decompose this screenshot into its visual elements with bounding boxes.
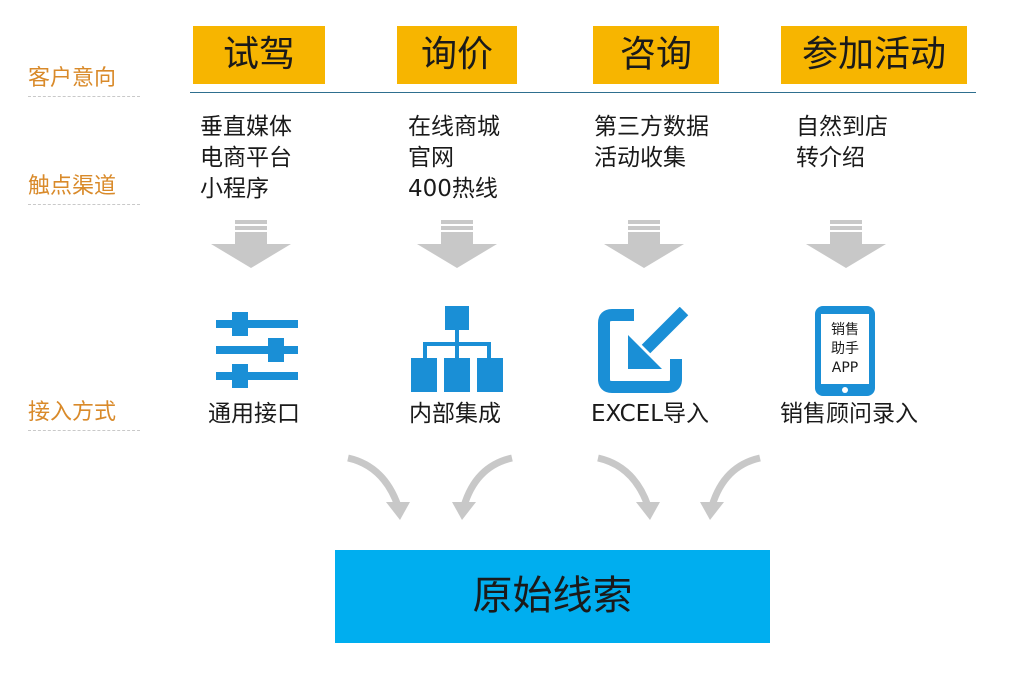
channel-item: 自然到店 [796, 114, 888, 140]
header-divider [190, 92, 976, 93]
curved-arrow-icon [347, 454, 410, 520]
channel-list-3: 第三方数据 活动收集 [594, 112, 709, 174]
channel-item: 垂直媒体 [200, 114, 292, 140]
curved-arrow-icon [700, 454, 761, 520]
channel-item: 在线商城 [408, 114, 500, 140]
channel-list-1: 垂直媒体 电商平台 小程序 [200, 112, 292, 205]
channel-item: 活动收集 [594, 145, 686, 171]
sliders-icon [216, 312, 298, 388]
phone-text-line: 助手 [831, 341, 859, 357]
channel-item: 小程序 [200, 176, 269, 202]
row-label-intent: 客户意向 [28, 60, 140, 97]
intent-box-consult: 咨询 [593, 26, 719, 84]
method-label-sales: 销售顾问录入 [780, 401, 918, 427]
row-label-access: 接入方式 [28, 394, 140, 431]
intent-box-inquiry: 询价 [397, 26, 517, 84]
intent-box-test-drive: 试驾 [193, 26, 325, 84]
channel-list-4: 自然到店 转介绍 [796, 112, 888, 174]
import-icon [598, 307, 689, 393]
row-label-channel: 触点渠道 [28, 168, 140, 205]
phone-text-line: APP [832, 360, 858, 376]
down-arrow-icon [806, 220, 886, 268]
channel-item: 第三方数据 [594, 114, 709, 140]
phone-app-icon: 销售 助手 APP [815, 306, 875, 396]
curved-arrow-icon [452, 454, 513, 520]
phone-text-line: 销售 [831, 322, 859, 338]
channel-item: 官网 [408, 145, 454, 171]
down-arrow-icon [417, 220, 497, 268]
channel-item: 转介绍 [796, 145, 865, 171]
raw-leads-box: 原始线索 [335, 550, 770, 643]
method-label-excel: EXCEL导入 [591, 401, 710, 427]
method-label-api: 通用接口 [208, 401, 300, 427]
intent-box-event: 参加活动 [781, 26, 967, 84]
curved-arrow-icon [597, 454, 660, 520]
method-label-internal: 内部集成 [409, 401, 501, 427]
channel-list-2: 在线商城 官网 400热线 [408, 112, 500, 205]
down-arrow-icon [604, 220, 684, 268]
org-chart-icon [411, 306, 503, 392]
down-arrow-icon [211, 220, 291, 268]
channel-item: 电商平台 [200, 145, 292, 171]
channel-item: 400热线 [408, 176, 498, 202]
